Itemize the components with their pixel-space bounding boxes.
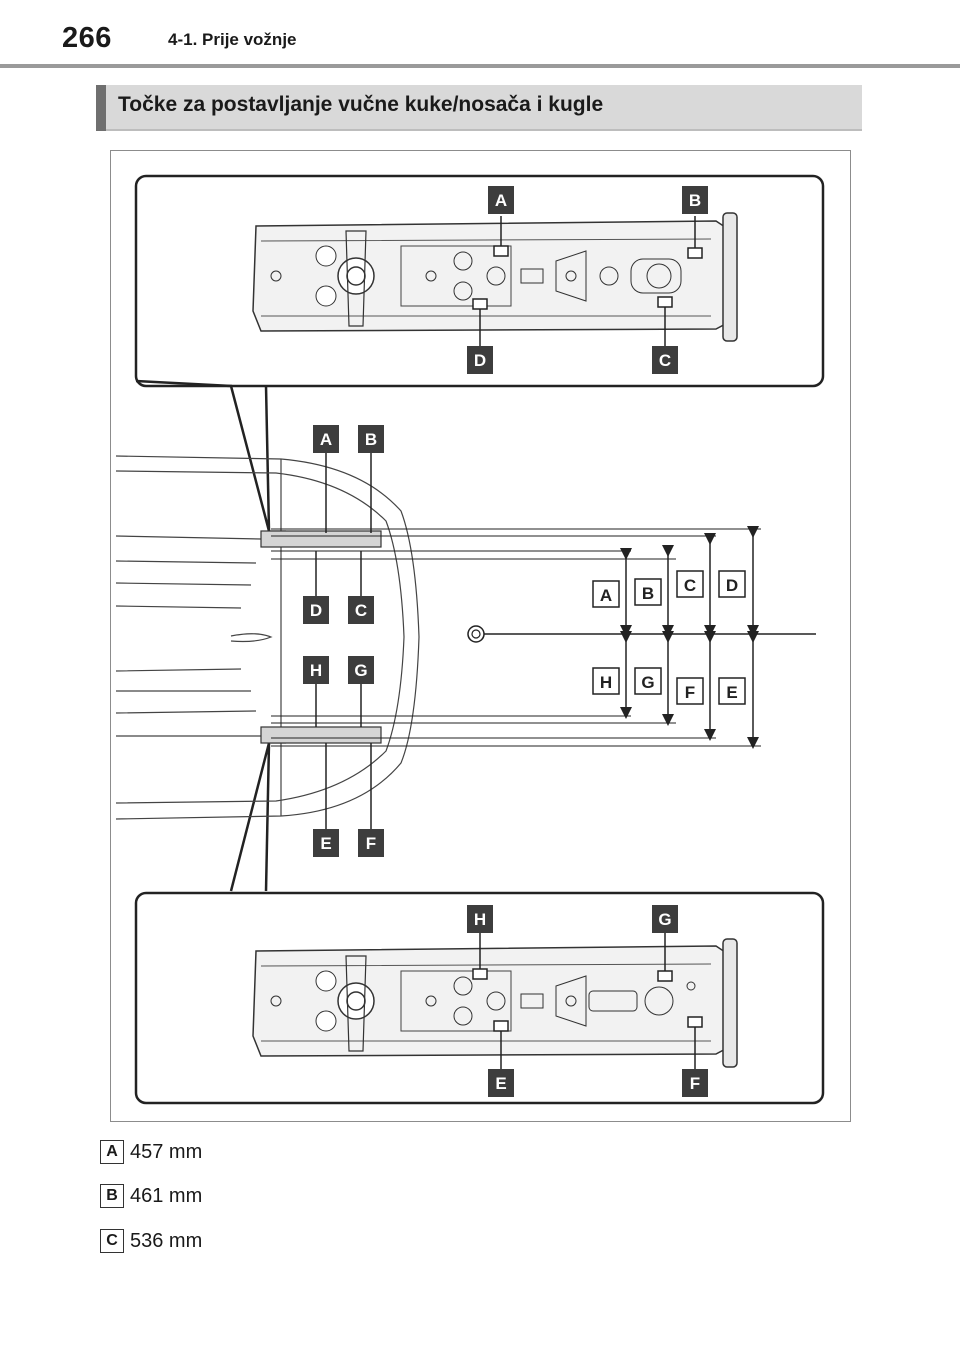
measurement-badge: C (100, 1229, 124, 1253)
svg-text:G: G (354, 661, 367, 680)
measurement-value: 457 mm (130, 1141, 203, 1163)
svg-text:E: E (726, 683, 737, 702)
dim-label-h: H (592, 667, 620, 695)
svg-text:B: B (642, 584, 654, 603)
svg-text:H: H (600, 673, 612, 692)
svg-text:E: E (495, 1074, 506, 1093)
svg-text:A: A (495, 191, 507, 210)
vehicle-outline (115, 455, 420, 820)
top-label-d: D (467, 346, 493, 374)
top-label-b: B (682, 186, 708, 214)
svg-text:C: C (355, 601, 367, 620)
measurement-badge: A (100, 1140, 124, 1164)
heading-box: Točke za postavljanje vučne kuke/nosača … (96, 85, 862, 131)
dim-label-c: C (676, 570, 704, 598)
svg-text:F: F (366, 834, 376, 853)
bottom-label-g: G (652, 905, 678, 933)
svg-text:D: D (474, 351, 486, 370)
section-title: 4-1. Prije vožnje (168, 30, 297, 49)
measurement-badge: B (100, 1184, 124, 1208)
dim-label-d: D (718, 570, 746, 598)
svg-text:E: E (320, 834, 331, 853)
bottom-detail-panel: H G E F (134, 891, 825, 1105)
dim-label-e: E (718, 677, 746, 705)
svg-text:B: B (689, 191, 701, 210)
car-label-b: B (358, 425, 384, 453)
bottom-label-f: F (682, 1069, 708, 1097)
page-number: 266 (62, 22, 112, 54)
car-label-c: C (348, 596, 374, 624)
car-label-h: H (303, 656, 329, 684)
dim-label-f: F (676, 677, 704, 705)
svg-text:A: A (600, 586, 612, 605)
dim-label-g: G (634, 667, 662, 695)
svg-text:G: G (641, 673, 654, 692)
heading-accent-bar (96, 85, 106, 131)
bottom-label-e: E (488, 1069, 514, 1097)
car-label-e: E (313, 829, 339, 857)
svg-text:B: B (365, 430, 377, 449)
dim-label-b: B (634, 578, 662, 606)
svg-text:F: F (690, 1074, 700, 1093)
dim-label-a: A (592, 580, 620, 608)
svg-text:D: D (310, 601, 322, 620)
top-label-a: A (488, 186, 514, 214)
svg-text:A: A (320, 430, 332, 449)
measurement-value: 461 mm (130, 1185, 203, 1207)
svg-text:G: G (658, 910, 671, 929)
car-label-g: G (348, 656, 374, 684)
heading-title: Točke za postavljanje vučne kuke/nosača … (118, 93, 604, 116)
diagram-svg: A B D C (115, 174, 825, 1105)
car-label-a: A (313, 425, 339, 453)
svg-text:C: C (684, 576, 696, 595)
top-detail-panel: A B D C (134, 174, 825, 388)
svg-text:D: D (726, 576, 738, 595)
car-label-f: F (358, 829, 384, 857)
tow-hitch-diagram: A B D C (110, 150, 851, 1122)
svg-text:H: H (310, 661, 322, 680)
svg-text:C: C (659, 351, 671, 370)
bottom-label-h: H (467, 905, 493, 933)
svg-text:H: H (474, 910, 486, 929)
top-label-c: C (652, 346, 678, 374)
measurement-value: 536 mm (130, 1230, 203, 1252)
header-rule (0, 64, 960, 68)
svg-text:F: F (685, 683, 695, 702)
car-label-d: D (303, 596, 329, 624)
